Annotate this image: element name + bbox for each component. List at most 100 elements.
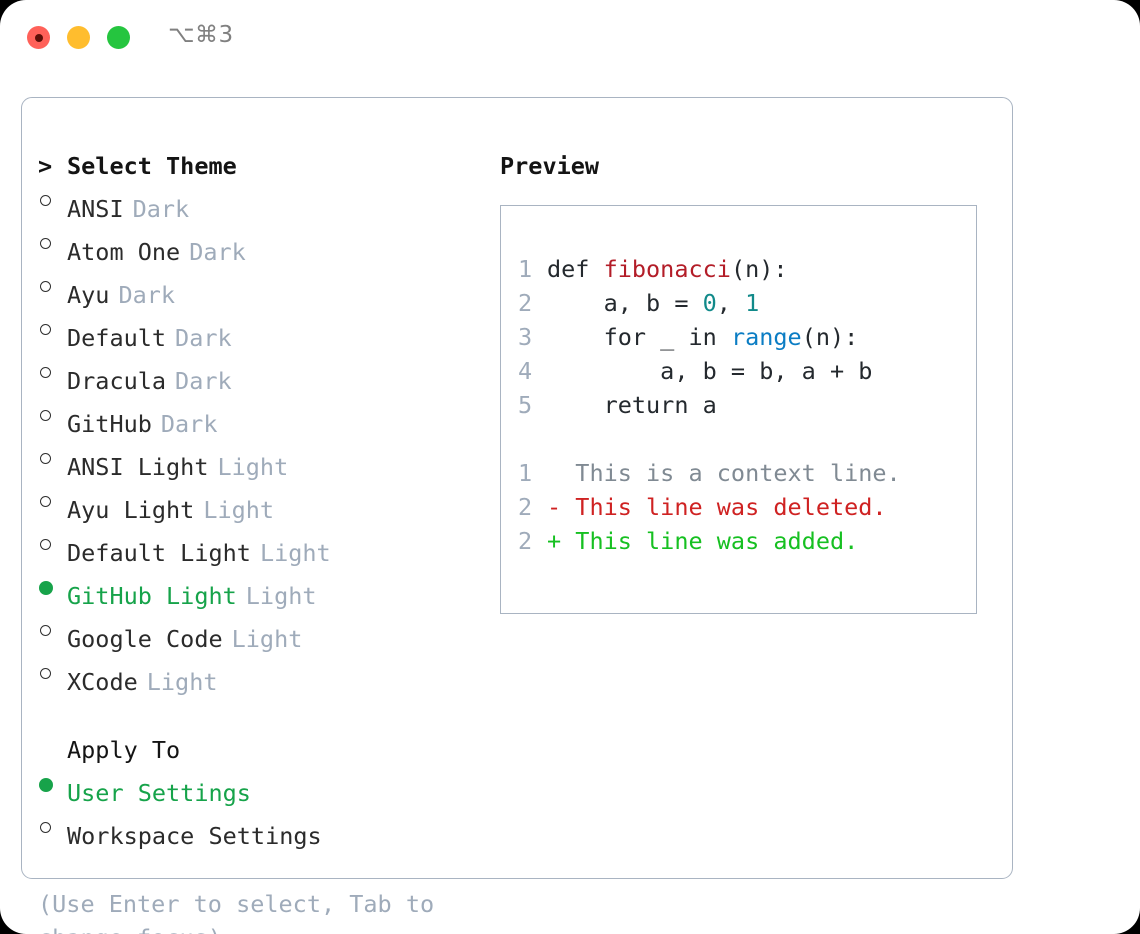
line-number: 2	[518, 527, 533, 555]
line-number: 2	[518, 493, 533, 521]
theme-item-github-light[interactable]: GitHub Light Light	[38, 570, 488, 613]
line-number: 5	[518, 391, 533, 419]
theme-item-dracula-dark[interactable]: Dracula Dark	[38, 355, 488, 398]
code-token: return a	[547, 391, 717, 419]
radio-unselected-icon[interactable]	[38, 269, 67, 303]
radio-unselected-icon[interactable]	[38, 527, 67, 561]
theme-item-atom-one-dark[interactable]: Atom One Dark	[38, 226, 488, 269]
apply-to-user-settings[interactable]: User Settings	[38, 767, 488, 810]
apply-to-heading: Apply To	[38, 733, 488, 767]
line-number: 3	[518, 323, 533, 351]
diff-text: This line was deleted.	[575, 493, 887, 521]
theme-item-badge: Dark	[175, 367, 232, 395]
theme-item-label: Default Light	[67, 539, 251, 567]
theme-item-label: Dracula	[67, 367, 167, 395]
preview-box: 1 def fibonacci(n): 2 a, b = 0, 1 3 for …	[500, 205, 977, 614]
code-sample: 1 def fibonacci(n): 2 a, b = 0, 1 3 for …	[518, 252, 970, 558]
line-number: 2	[518, 289, 533, 317]
theme-item-badge: Dark	[175, 324, 232, 352]
radio-selected-icon[interactable]	[38, 767, 67, 801]
maximize-button[interactable]	[107, 26, 130, 49]
line-number: 1	[518, 459, 533, 487]
radio-unselected-icon[interactable]	[38, 398, 67, 432]
radio-unselected-icon[interactable]	[38, 484, 67, 518]
apply-to-heading-label: Apply To	[67, 736, 181, 764]
theme-item-badge: Dark	[118, 281, 176, 309]
theme-selector-column: > Select Theme ANSI Dark Atom One Dark A…	[38, 149, 488, 934]
select-theme-heading: > Select Theme	[38, 149, 488, 183]
diff-prefix: +	[547, 527, 576, 555]
diff-text: This line was added.	[575, 527, 859, 555]
theme-item-badge: Light	[203, 496, 275, 524]
preview-column: Preview 1 def fibonacci(n): 2 a, b = 0, …	[500, 149, 990, 614]
diff-text: This is a context line.	[575, 459, 901, 487]
preview-heading: Preview	[500, 152, 600, 180]
theme-item-ayu-light[interactable]: Ayu Light Light	[38, 484, 488, 527]
code-line: 3 for _ in range(n):	[518, 320, 970, 354]
theme-item-default-dark[interactable]: Default Dark	[38, 312, 488, 355]
radio-unselected-icon[interactable]	[38, 355, 67, 389]
keyboard-hint-text: (Use Enter to select, Tab to change focu…	[38, 890, 435, 934]
theme-item-label: XCode	[67, 668, 138, 696]
diff-line-deleted: 2 - This line was deleted.	[518, 490, 970, 524]
code-line: 5 return a	[518, 388, 970, 422]
theme-item-xcode[interactable]: XCode Light	[38, 656, 488, 699]
apply-to-workspace-settings[interactable]: Workspace Settings	[38, 810, 488, 853]
theme-item-badge: Dark	[132, 195, 190, 223]
line-number: 1	[518, 255, 533, 283]
radio-unselected-icon[interactable]	[38, 226, 67, 260]
theme-item-ansi-light[interactable]: ANSI Light Light	[38, 441, 488, 484]
code-line: 1 def fibonacci(n):	[518, 252, 970, 286]
radio-unselected-icon[interactable]	[38, 613, 67, 647]
theme-item-label: GitHub	[67, 410, 152, 438]
code-token: ,	[716, 289, 746, 317]
theme-item-default-light[interactable]: Default Light Light	[38, 527, 488, 570]
line-number: 4	[518, 357, 533, 385]
apply-to-option-label: Workspace Settings	[67, 822, 322, 850]
radio-unselected-icon[interactable]	[38, 441, 67, 475]
hint-spacer	[38, 853, 488, 887]
close-button[interactable]	[27, 26, 50, 49]
apply-to-marker-placeholder	[38, 733, 67, 767]
code-token-number: 1	[745, 289, 760, 317]
main-panel: > Select Theme ANSI Dark Atom One Dark A…	[21, 97, 1013, 934]
code-token-function: fibonacci	[603, 255, 731, 283]
diff-prefix	[547, 456, 575, 490]
theme-item-badge: Light	[231, 625, 303, 653]
window-controls	[27, 26, 130, 49]
theme-item-label: Ayu	[67, 281, 110, 309]
code-token: for _ in	[547, 323, 731, 351]
code-token: a, b = b, a + b	[547, 357, 873, 385]
diff-line-context: 1 This is a context line.	[518, 456, 970, 490]
code-token: (n):	[730, 255, 788, 283]
apply-to-option-label: User Settings	[67, 779, 251, 807]
prompt-caret-icon: >	[38, 152, 53, 180]
theme-item-badge: Light	[146, 668, 218, 696]
theme-item-label: GitHub Light	[67, 582, 237, 610]
theme-item-label: Ayu Light	[67, 496, 195, 524]
theme-item-google-code[interactable]: Google Code Light	[38, 613, 488, 656]
theme-item-github-dark[interactable]: GitHub Dark	[38, 398, 488, 441]
code-token-number: 0	[702, 289, 717, 317]
radio-unselected-icon[interactable]	[38, 810, 67, 844]
theme-item-badge: Light	[259, 539, 331, 567]
theme-item-label: Default	[67, 324, 167, 352]
theme-item-badge: Dark	[160, 410, 218, 438]
theme-item-badge: Dark	[189, 238, 246, 266]
radio-unselected-icon[interactable]	[38, 656, 67, 690]
code-line: 2 a, b = 0, 1	[518, 286, 970, 320]
radio-unselected-icon[interactable]	[38, 183, 67, 217]
radio-unselected-icon[interactable]	[38, 312, 67, 346]
code-token: def	[547, 255, 604, 283]
radio-selected-icon[interactable]	[38, 570, 67, 604]
section-spacer	[38, 699, 488, 733]
theme-item-badge: Light	[245, 582, 317, 610]
theme-item-ayu-dark[interactable]: Ayu Dark	[38, 269, 488, 312]
code-line: 4 a, b = b, a + b	[518, 354, 970, 388]
theme-item-ansi-dark[interactable]: ANSI Dark	[38, 183, 488, 226]
theme-item-label: ANSI	[67, 195, 124, 223]
minimize-button[interactable]	[67, 26, 90, 49]
select-theme-heading-label: Select Theme	[67, 152, 237, 180]
diff-line-added: 2 + This line was added.	[518, 524, 970, 558]
